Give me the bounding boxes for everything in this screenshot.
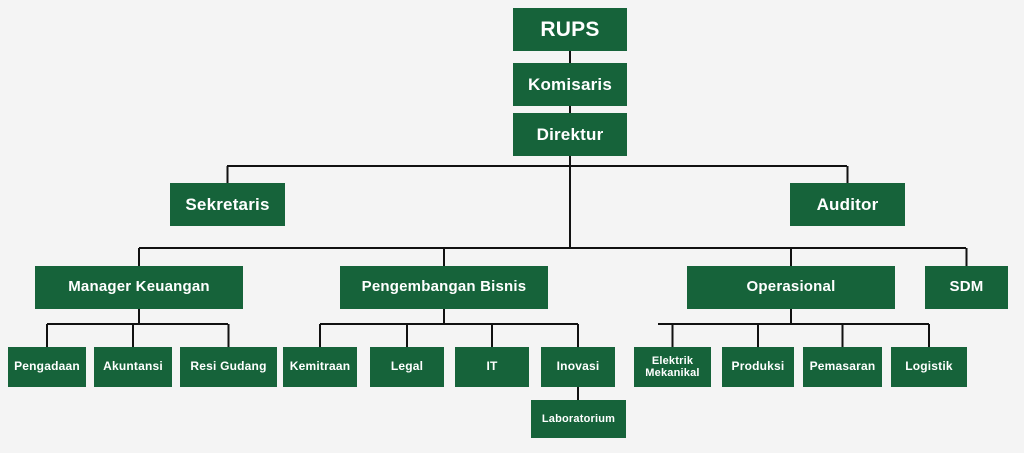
org-node-label: Resi Gudang [190, 359, 267, 374]
org-node-kemitraan[interactable]: Kemitraan [283, 347, 357, 387]
org-node-label: Pengembangan Bisnis [361, 278, 527, 296]
org-node-auditor[interactable]: Auditor [790, 183, 905, 226]
org-node-label: Direktur [536, 124, 604, 144]
org-node-label: Pemasaran [809, 359, 876, 374]
org-node-label: Legal [390, 359, 424, 374]
org-node-label: Inovasi [556, 359, 600, 374]
org-node-label: RUPS [540, 17, 600, 41]
org-node-legal[interactable]: Legal [370, 347, 444, 387]
org-node-akuntansi[interactable]: Akuntansi [94, 347, 172, 387]
org-node-label: Sekretaris [185, 194, 270, 214]
org-node-label: IT [486, 359, 498, 374]
org-node-label: Manager Keuangan [68, 278, 210, 296]
org-node-it[interactable]: IT [455, 347, 529, 387]
org-node-label: Akuntansi [103, 359, 163, 374]
org-node-inovasi[interactable]: Inovasi [541, 347, 615, 387]
org-node-pemasaran[interactable]: Pemasaran [803, 347, 882, 387]
org-node-elektrik[interactable]: Elektrik Mekanikal [634, 347, 711, 387]
org-node-rups[interactable]: RUPS [513, 8, 627, 51]
org-node-label: Auditor [816, 194, 879, 214]
org-node-sekretaris[interactable]: Sekretaris [170, 183, 285, 226]
org-node-operasional[interactable]: Operasional [687, 266, 895, 309]
org-node-direktur[interactable]: Direktur [513, 113, 627, 156]
org-node-label: Logistik [905, 359, 953, 374]
org-node-label: Operasional [746, 278, 836, 296]
org-node-label: Laboratorium [541, 412, 616, 425]
org-node-label: Elektrik Mekanikal [645, 354, 700, 379]
org-node-label: SDM [949, 278, 984, 296]
org-node-logistik[interactable]: Logistik [891, 347, 967, 387]
org-node-produksi[interactable]: Produksi [722, 347, 794, 387]
org-node-resigudang[interactable]: Resi Gudang [180, 347, 277, 387]
org-node-label: Pengadaan [14, 359, 80, 374]
org-node-label: Produksi [731, 359, 785, 374]
org-node-label: Komisaris [527, 74, 612, 94]
org-node-komisaris[interactable]: Komisaris [513, 63, 627, 106]
org-node-label: Kemitraan [289, 359, 351, 374]
org-node-sdm[interactable]: SDM [925, 266, 1008, 309]
org-node-bisnis[interactable]: Pengembangan Bisnis [340, 266, 548, 309]
org-node-pengadaan[interactable]: Pengadaan [8, 347, 86, 387]
org-node-keuangan[interactable]: Manager Keuangan [35, 266, 243, 309]
org-node-laboratorium[interactable]: Laboratorium [531, 400, 626, 438]
